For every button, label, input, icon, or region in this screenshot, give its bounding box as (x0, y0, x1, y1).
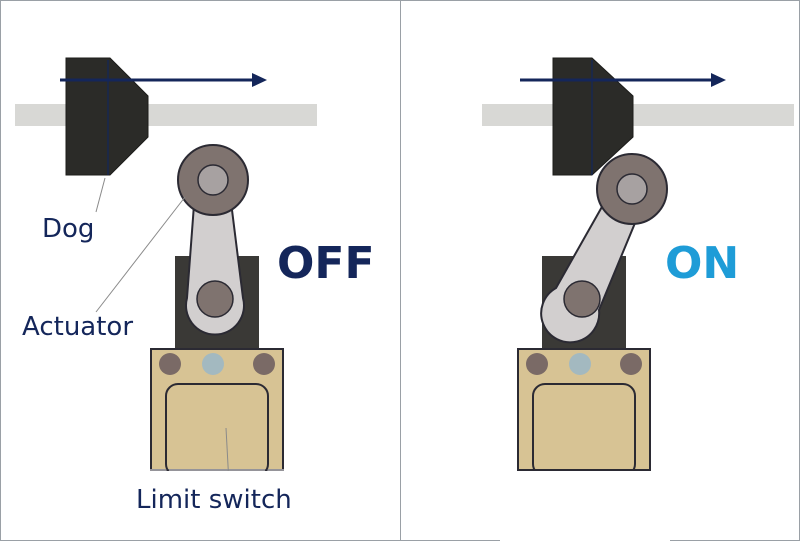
dog-leader-line (95, 177, 106, 213)
screw-left-2 (253, 353, 275, 375)
actuator-arm-left (185, 177, 245, 336)
housing-cut-right (500, 471, 670, 541)
screw-left-1 (159, 353, 181, 375)
screw-right-2 (620, 353, 642, 375)
indicator-led-right (569, 353, 591, 375)
dog-label: Dog (42, 214, 95, 244)
limit-switch-label: Limit switch (136, 485, 292, 515)
rail-right (482, 104, 794, 126)
on-panel (482, 57, 794, 541)
roller-hub-left (197, 164, 229, 196)
off-state-label: OFF (277, 238, 375, 289)
on-state-label: ON (665, 238, 740, 289)
rail-left (15, 104, 317, 126)
screw-right-1 (526, 353, 548, 375)
arrow-head-left (252, 73, 267, 87)
indicator-led-left (202, 353, 224, 375)
dog-block-right (552, 57, 634, 176)
roller-hub-right (616, 173, 648, 205)
actuator-label: Actuator (22, 312, 134, 342)
arrow-head-right (711, 73, 726, 87)
housing-cut-left (140, 471, 310, 491)
actuator-leader-line (95, 196, 186, 313)
off-panel (15, 57, 317, 485)
dog-block-left (65, 57, 149, 176)
